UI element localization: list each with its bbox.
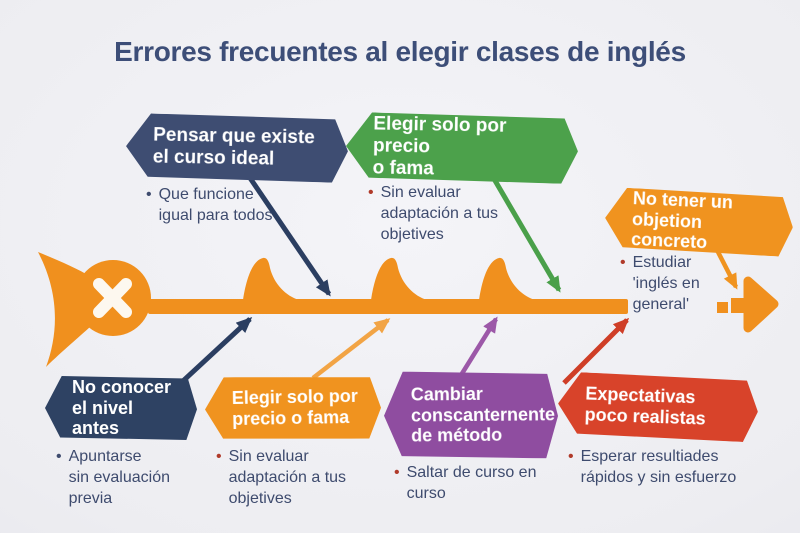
head-dash-squares [717, 298, 744, 313]
cause-label: Elegir solo por precio o fama [231, 386, 359, 430]
arrow-precio-fama-top [487, 170, 562, 293]
fish-spine [148, 299, 628, 314]
fin-icon-2 [371, 257, 427, 300]
cause-banner-objetivo-concreto: No tener un objetion concreto [604, 187, 795, 257]
fish-head-icon [743, 276, 779, 333]
fin-icon-1 [243, 257, 299, 300]
bullet-dot: • [394, 464, 400, 481]
x-icon [93, 278, 132, 318]
cause-label: Expectativas poco realistas [584, 383, 707, 429]
bullet-dot: • [56, 448, 62, 465]
cause-banner-cambiar-metodo: Cambiar conscanternente de método [384, 370, 559, 460]
bullet-dot: • [146, 186, 152, 203]
cause-banner-precio-fama-bottom: Elegir solo por precio o fama [204, 374, 381, 441]
cause-detail-curso-ideal: • Que funcione igual para todos [146, 184, 306, 226]
cause-banner-curso-ideal: Pensar que existe el curso ideal [125, 113, 348, 183]
cause-label: Cambiar conscanternente de método [410, 383, 556, 446]
cause-detail-text: Esperar resultiades rápidos y sin esfuer… [580, 448, 737, 487]
cause-label: No tener un objetion concreto [630, 188, 734, 253]
arrow-expectativas [562, 317, 630, 385]
arrow-cambiar-metodo [456, 316, 498, 382]
cause-detail-expectativas: • Esperar resultiades rápidos y sin esfu… [568, 446, 768, 488]
cause-detail-precio-fama-bottom: • Sin evaluar adaptación a tus objetives [216, 446, 374, 509]
cause-label: No conocer el nivel antes [72, 376, 172, 439]
cause-label: Pensar que existe el curso ideal [152, 124, 315, 170]
cause-detail-text: Que funcione igual para todos [158, 186, 273, 225]
cause-detail-nivel-antes: • Apuntarse sin evaluación previa [56, 446, 206, 509]
infographic-title: Errores frecuentes al elegir clases de i… [114, 36, 686, 67]
cause-detail-objetivo-concreto: • Estudiar 'inglés en general' [620, 252, 740, 315]
cause-banner-nivel-antes: No conocer el nivel antes [45, 376, 197, 440]
bullet-dot: • [216, 448, 222, 465]
bullet-dot: • [368, 184, 374, 201]
cause-detail-text: Sin evaluar adaptación a tus objetives [228, 448, 347, 508]
arrow-precio-fama-bottom [311, 318, 391, 380]
arrow-curso-ideal [245, 173, 332, 297]
cause-banner-expectativas: Expectativas poco realistas [557, 372, 759, 443]
cause-detail-text: Saltar de curso en curso [406, 464, 537, 503]
cause-banner-precio-fama-top: Elegir solo por precio o fama [345, 112, 578, 184]
cause-detail-text: Apuntarse sin evaluación previa [68, 448, 171, 508]
bullet-dot: • [568, 448, 574, 465]
cause-detail-text: Sin evaluar adaptación a tus objetives [380, 184, 499, 244]
bullet-dot: • [620, 254, 626, 271]
fin-icon-3 [479, 257, 535, 300]
error-x-badge [75, 260, 151, 336]
cause-detail-cambiar-metodo: • Saltar de curso en curso [394, 462, 574, 504]
cause-label: Elegir solo por precio o fama [372, 113, 507, 180]
cause-detail-precio-fama-top: • Sin evaluar adaptación a tus objetives [368, 182, 528, 245]
cause-detail-text: Estudiar 'inglés en general' [632, 254, 700, 314]
arrow-objetivo-concreto [714, 248, 739, 290]
